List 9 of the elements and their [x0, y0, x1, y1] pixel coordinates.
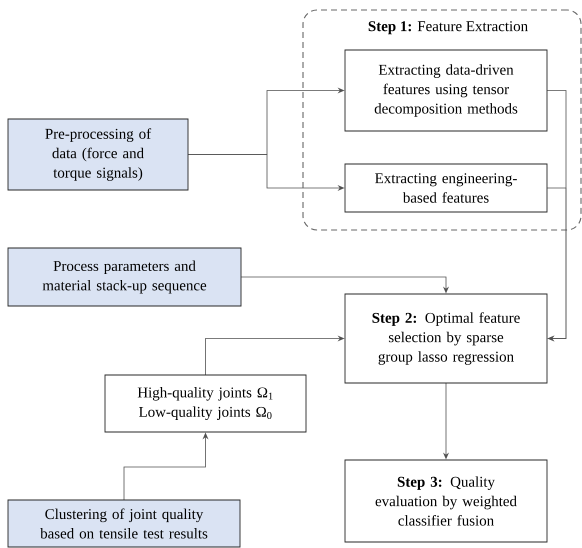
process-box: Step 2: Optimal feature selection by sparse group lasso regression	[344, 294, 548, 384]
process-box: High-quality joints Ω$_{1}$ Low-quality joints Ω$_{0}$	[104, 374, 306, 432]
input-box: Clustering of joint quality based on tensile test results	[8, 500, 240, 548]
arrow	[547, 188, 566, 342]
input-box: Pre-processing of data (force and torque signals)	[8, 118, 188, 190]
process-box: Extracting data-driven features using tensor decomposition methods	[344, 50, 548, 132]
process-box: Step 3: Quality evaluation by weighted classifier fusion	[344, 460, 548, 542]
input-box: Process parameters and material stack-up sequence	[8, 248, 242, 306]
process-box: Extracting engineering-based features	[344, 164, 548, 212]
